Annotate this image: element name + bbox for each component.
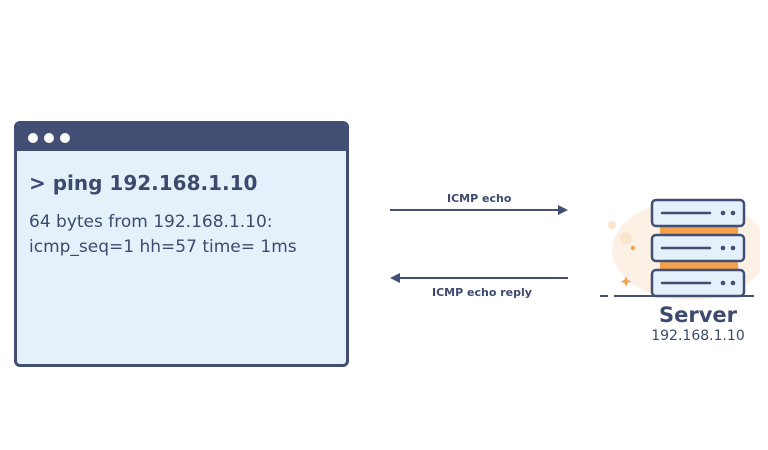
- arrow-right-icon: [390, 205, 568, 215]
- server-ip: 192.168.1.10: [651, 328, 745, 344]
- arrow-left-icon: [390, 273, 568, 283]
- icmp-echo-reply-label: ICMP echo reply: [432, 286, 532, 299]
- icmp-echo-label: ICMP echo: [447, 192, 512, 205]
- ping-output-line-2: icmp_seq=1 hh=57 time= 1ms: [29, 237, 297, 257]
- window-dot-icon: [60, 133, 70, 143]
- sparkle-icon: [620, 276, 632, 287]
- server-title: Server: [658, 303, 737, 327]
- ping-output-line-1: 64 bytes from 192.168.1.10:: [29, 212, 273, 232]
- window-dot-icon: [28, 133, 38, 143]
- ping-arrows: [390, 205, 568, 283]
- server-unit-2: [650, 233, 746, 263]
- ping-command: > ping 192.168.1.10: [29, 171, 258, 195]
- window-dot-icon: [44, 133, 54, 143]
- sparkle-icon: [630, 245, 636, 251]
- server-icon: [600, 198, 760, 300]
- terminal-window: > ping 192.168.1.10 64 bytes from 192.16…: [14, 121, 349, 367]
- server-unit-1: [650, 198, 746, 228]
- terminal-title-bar: [17, 124, 346, 151]
- server-unit-3: [650, 268, 746, 298]
